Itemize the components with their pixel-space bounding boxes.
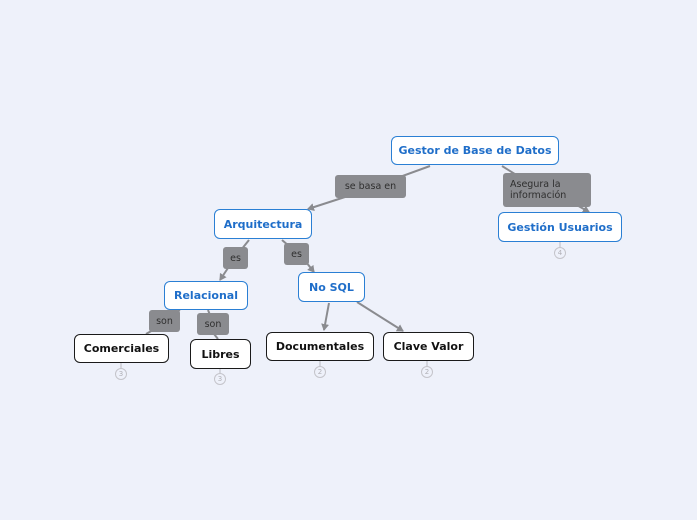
collapsed-count-badge-libres[interactable]: 3 [214,373,226,385]
topic-documentales[interactable]: Documentales [266,332,374,361]
link-label-es-nosql[interactable]: es [284,243,309,265]
link-label-se-basa-en[interactable]: se basa en [335,175,406,198]
topic-clave-valor[interactable]: Clave Valor [383,332,474,361]
topic-libres[interactable]: Libres [190,339,251,369]
link-label-son-comerciales[interactable]: son [149,310,180,332]
topic-arquitectura[interactable]: Arquitectura [214,209,312,239]
connector-nosql-clavevalor [356,301,404,332]
topic-comerciales[interactable]: Comerciales [74,334,169,363]
topic-gestion-usuarios[interactable]: Gestión Usuarios [498,212,622,242]
link-label-es-relacional[interactable]: es [223,247,248,269]
connector-nosql-documentales [321,302,330,331]
topic-no-sql[interactable]: No SQL [298,272,365,302]
collapsed-count-badge-clave-valor[interactable]: 2 [421,366,433,378]
collapsed-count-badge-comerciales[interactable]: 3 [115,368,127,380]
link-label-asegura-informacion[interactable]: Asegura la información [503,173,591,207]
connector-es-relacional [219,267,229,281]
root-topic-gestor-base-datos[interactable]: Gestor de Base de Datos [391,136,559,165]
collapsed-count-badge-documentales[interactable]: 2 [314,366,326,378]
link-label-son-libres[interactable]: son [197,313,229,335]
topic-relacional[interactable]: Relacional [164,281,248,310]
collapsed-count-badge-gestion-usuarios[interactable]: 4 [554,247,566,259]
